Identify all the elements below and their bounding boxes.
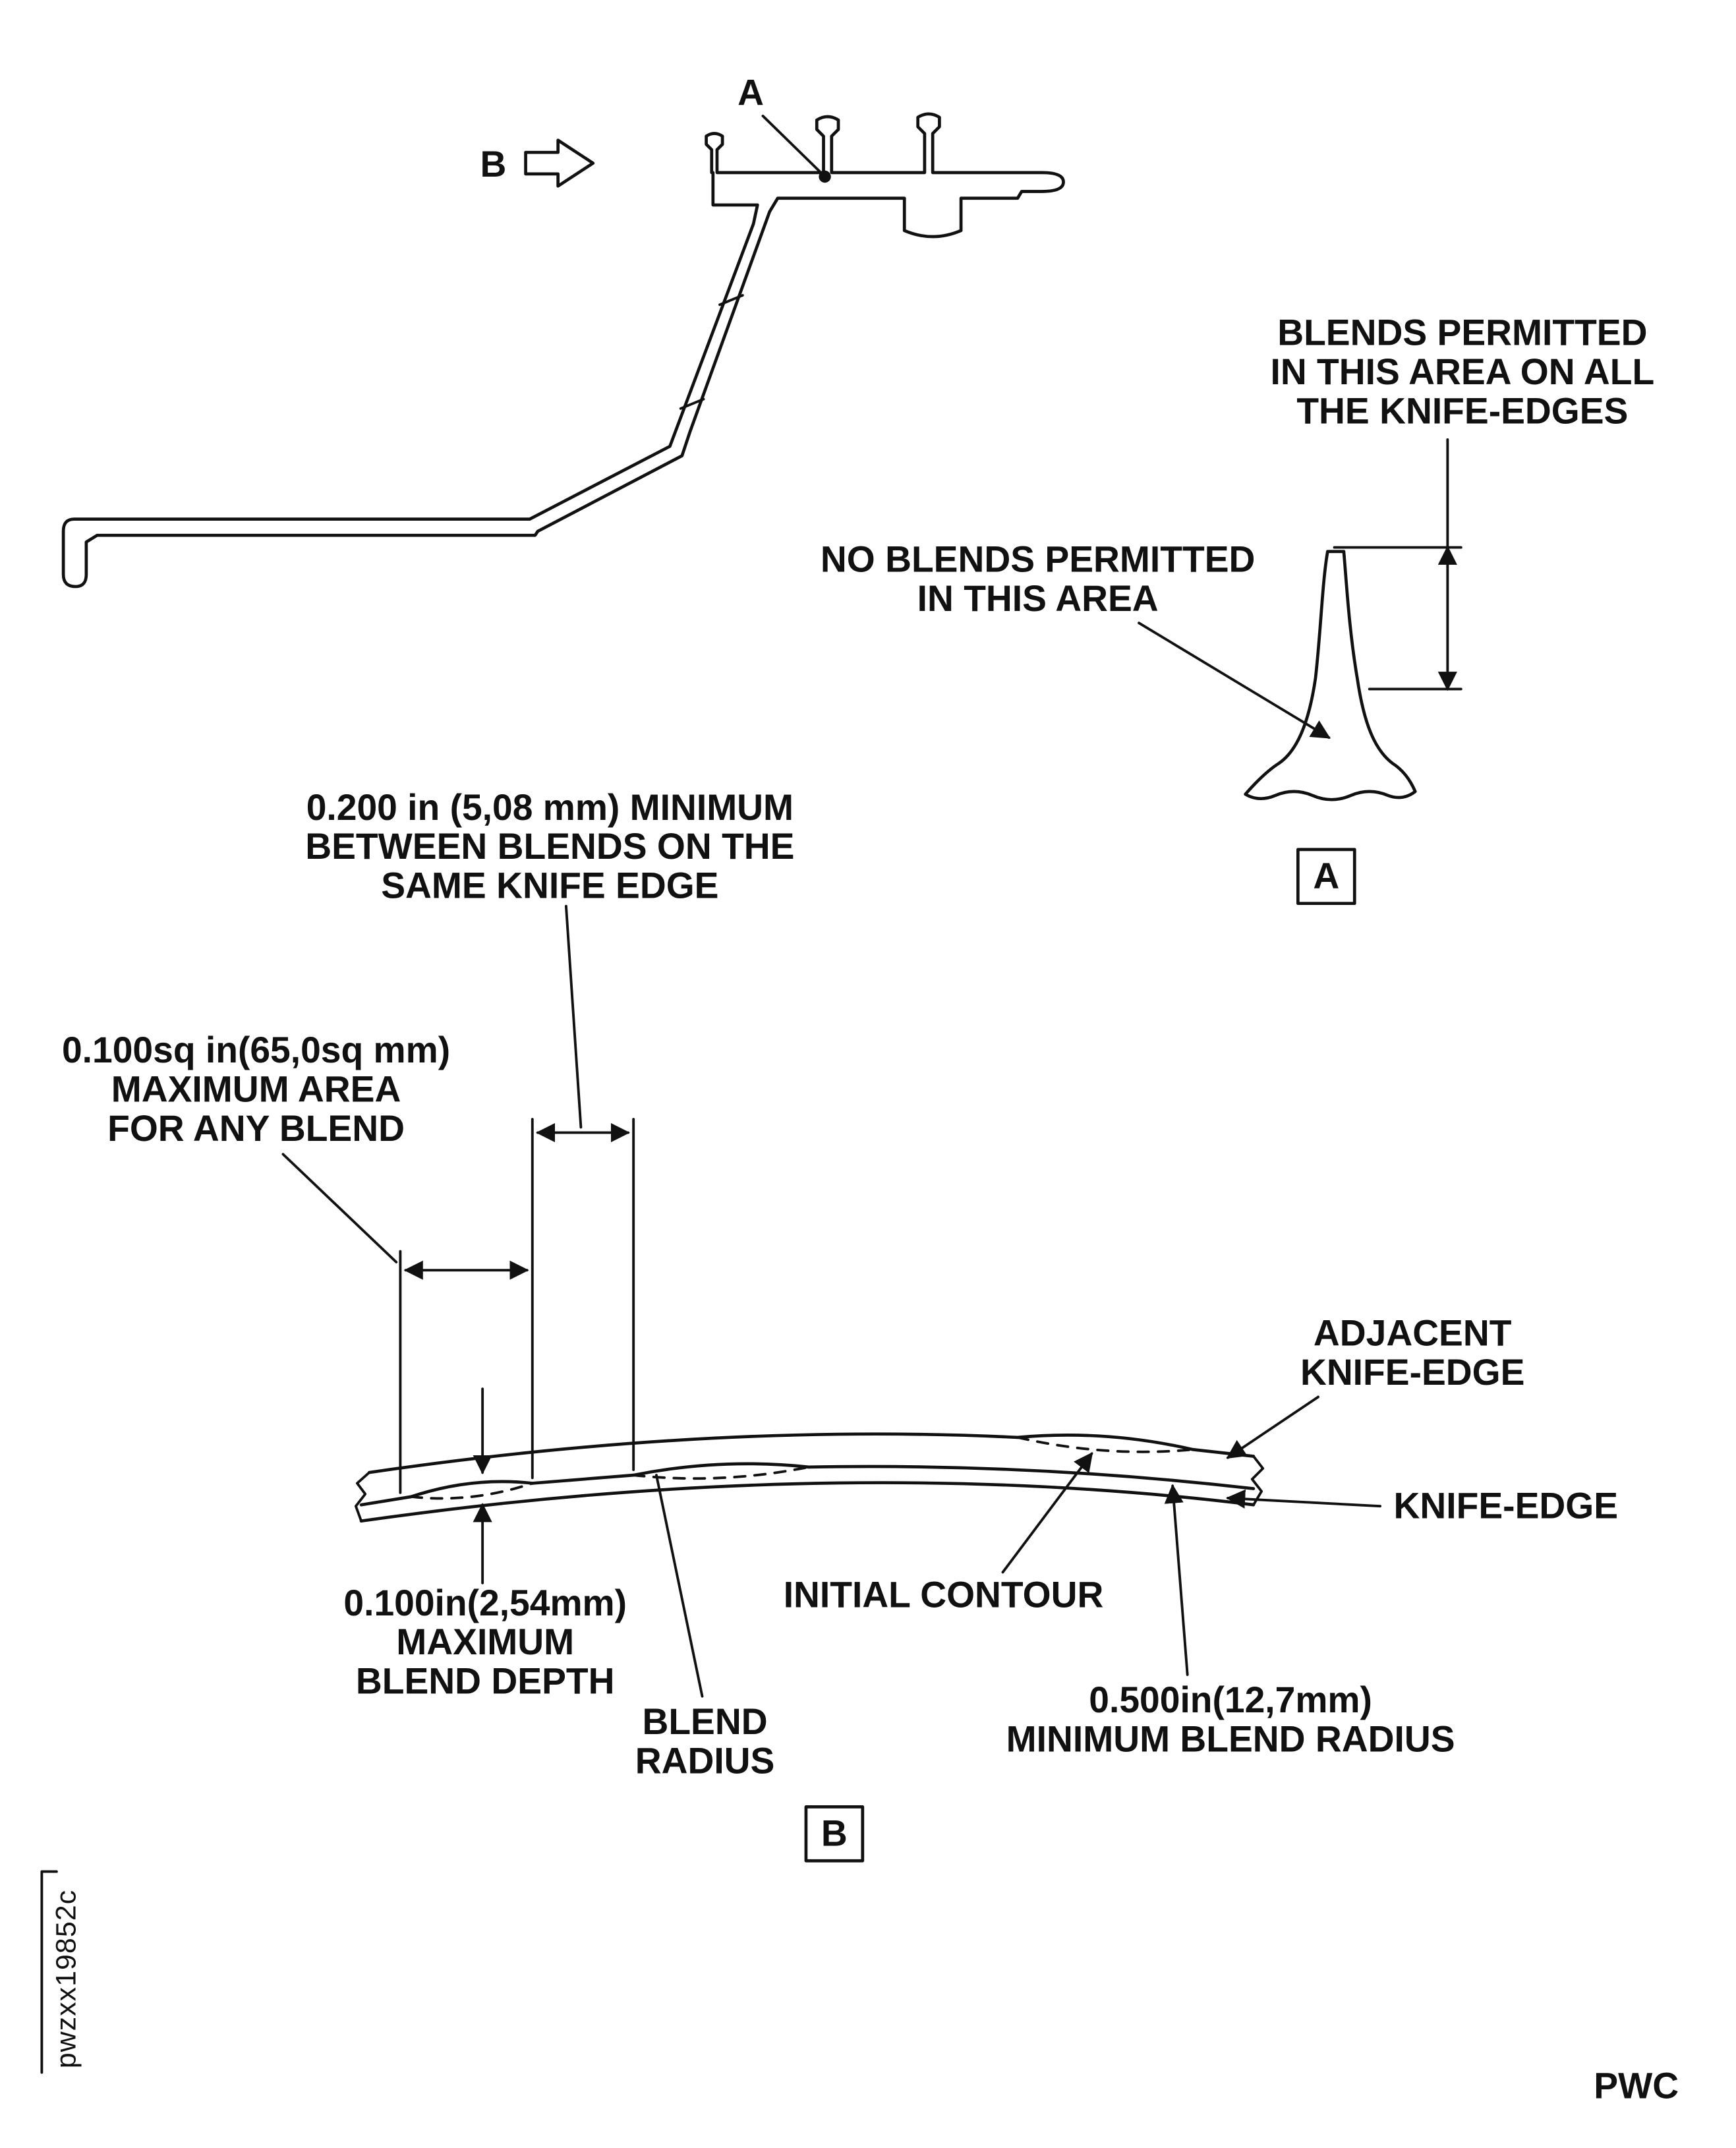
point-a-dot [819, 170, 831, 183]
arm-break-tick-upper [718, 294, 744, 306]
brand-mark: PWC [1594, 2065, 1679, 2106]
adjacent-knife-edge-label-line1: ADJACENT [1314, 1313, 1512, 1354]
detail-a-box-label: A [1313, 856, 1339, 896]
blend-radius-label-line2: RADIUS [635, 1740, 775, 1781]
min-blend-radius-leader-arrow [1164, 1484, 1189, 1676]
point-a-label: A [738, 73, 764, 113]
blend2-initial-contour-dashed [632, 1465, 810, 1480]
min-gap-label-line2: BETWEEN BLENDS ON THE [305, 826, 794, 867]
blend1-scallop [409, 1480, 535, 1499]
max-depth-label-line3: BLEND DEPTH [356, 1661, 615, 1702]
detail-b: 0.200 in (5,08 mm) MINIMUM BETWEEN BLEND… [62, 787, 1618, 1863]
max-depth-label-line1: 0.100in(2,54mm) [343, 1582, 627, 1623]
edge-land-lower-line [359, 1481, 1256, 1523]
left-break-line [354, 1471, 371, 1523]
edge-land-segment-mid [531, 1473, 635, 1485]
min-gap-leader-line [564, 904, 583, 1129]
detail-b-box-label: B [821, 1813, 848, 1854]
max-area-label-line1: 0.100sq in(65,0sq mm) [62, 1030, 450, 1070]
adjacent-initial-contour-dashed [1016, 1436, 1194, 1453]
initial-contour-label: INITIAL CONTOUR [784, 1575, 1104, 1615]
blends-permitted-label-line1: BLENDS PERMITTED [1277, 312, 1647, 353]
adjacent-knife-edge-leader-arrow [1226, 1395, 1319, 1459]
max-depth-label-line2: MAXIMUM [396, 1621, 574, 1662]
top-contour-right-segment [1191, 1447, 1256, 1458]
no-blends-leader-arrow [1138, 622, 1331, 740]
knife-edge-profile [1244, 550, 1417, 801]
min-gap-label-line1: 0.200 in (5,08 mm) MINIMUM [306, 787, 794, 828]
detail-a-box [1296, 848, 1356, 906]
min-gap-label-line3: SAME KNIFE EDGE [381, 865, 718, 906]
figure-id-bracket [40, 1870, 58, 2074]
adjacent-knife-edge-label-line2: KNIFE-EDGE [1300, 1352, 1524, 1393]
detail-a: BLENDS PERMITTED IN THIS AREA ON ALL THE… [821, 312, 1654, 906]
knife-edge-label: KNIFE-EDGE [1394, 1486, 1618, 1526]
edge-land-segment-right [807, 1465, 1256, 1490]
blends-permitted-label-line2: IN THIS AREA ON ALL [1270, 351, 1654, 392]
min-blend-radius-label-line1: 0.500in(12,7mm) [1089, 1679, 1372, 1720]
cross-section-outline [61, 112, 1065, 589]
figure-id: pwzxx19852c [51, 1890, 82, 2068]
adjacent-blend-scallop [1016, 1433, 1195, 1451]
edge-land-segment-left [359, 1495, 413, 1507]
blend1-initial-contour-dashed [409, 1482, 534, 1500]
max-area-leader-line [281, 1153, 398, 1263]
knife-edge-leader-arrow [1226, 1489, 1382, 1509]
view-b-label: B [480, 144, 507, 185]
blend-radius-leader-line [654, 1474, 704, 1698]
no-blends-label-line2: IN THIS AREA [917, 578, 1159, 619]
blend-radius-label-line1: BLEND [642, 1701, 767, 1742]
min-blend-radius-label-line2: MINIMUM BLEND RADIUS [1006, 1719, 1455, 1760]
blends-permitted-label-line3: THE KNIFE-EDGES [1296, 390, 1628, 431]
initial-contour-leader-arrow [1001, 1452, 1093, 1574]
max-area-label-line3: FOR ANY BLEND [107, 1108, 405, 1149]
blend2-scallop [631, 1462, 811, 1477]
arm-break-tick-lower [679, 397, 705, 410]
adjacent-knife-edge-top-contour [367, 1432, 1020, 1474]
point-a-leader-line [761, 114, 821, 173]
figure-footer: pwzxx19852c PWC [40, 1870, 1679, 2106]
no-blends-label-line1: NO BLENDS PERMITTED [821, 538, 1255, 579]
detail-b-box [804, 1805, 865, 1863]
right-break-line [1250, 1455, 1265, 1507]
seal-cross-section: A B [61, 73, 1065, 589]
view-b-direction-arrow-icon [524, 138, 595, 188]
max-area-label-line2: MAXIMUM AREA [111, 1068, 401, 1109]
